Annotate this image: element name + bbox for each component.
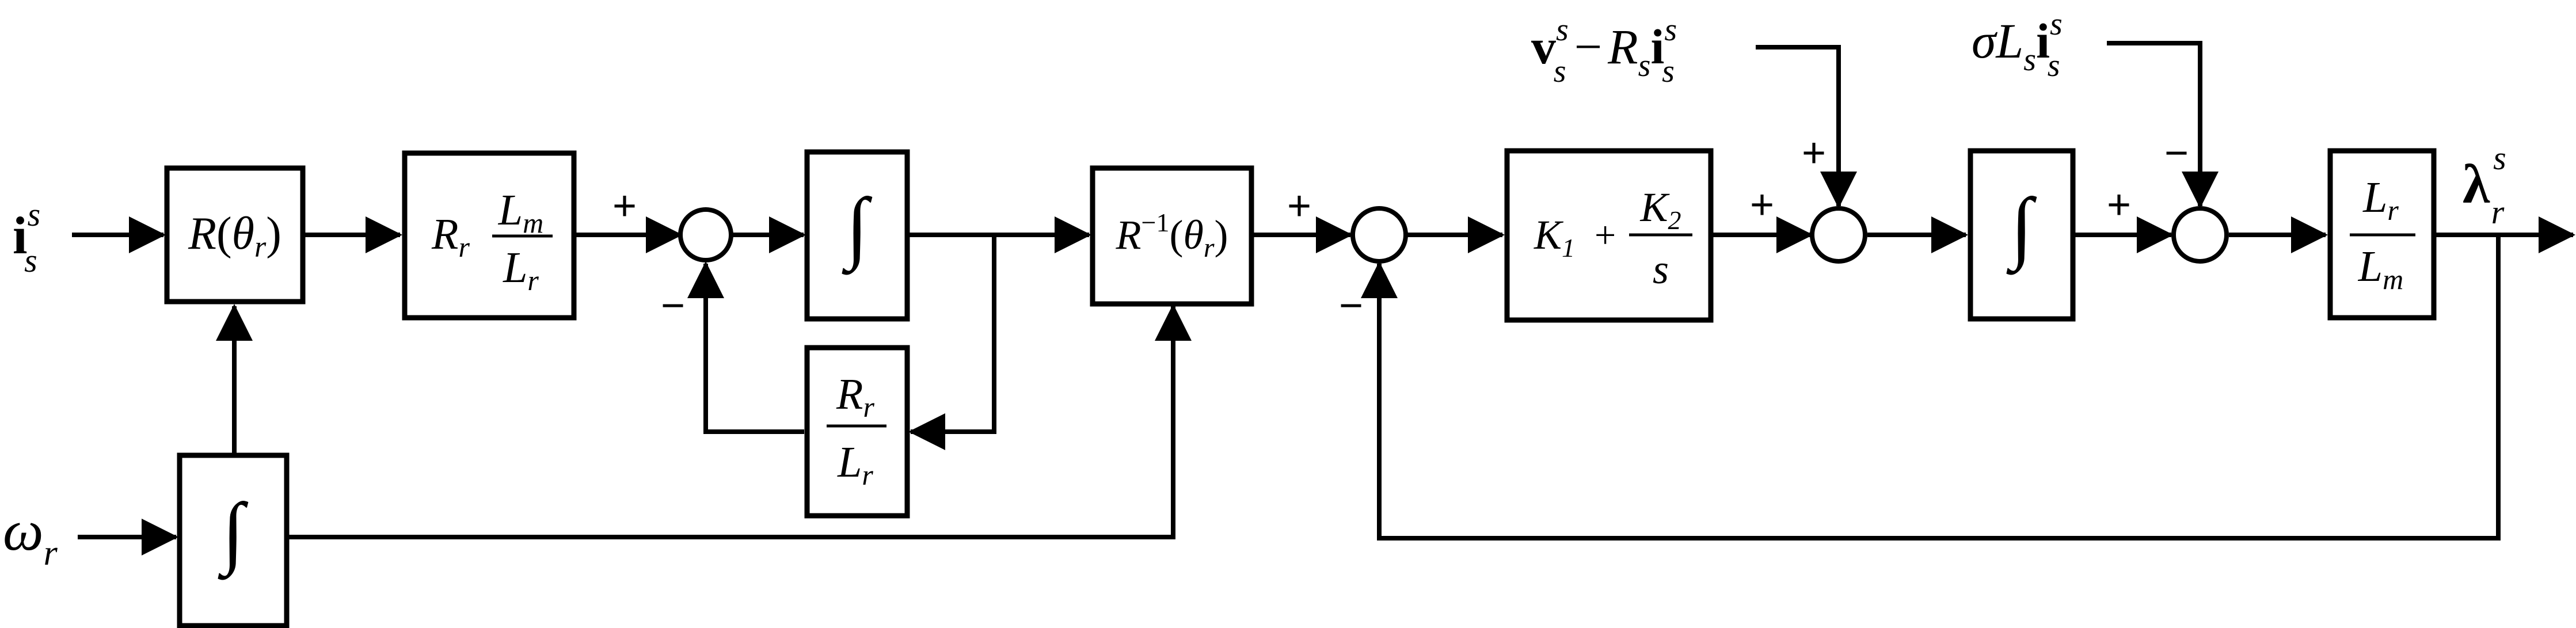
inverse-rotation-label: R−1(θr)	[1116, 208, 1228, 263]
sum-junction-2	[1350, 206, 1408, 264]
feedback-gain-block	[804, 345, 910, 519]
sign-sum2-input: +	[1287, 183, 1311, 229]
feedback-numerator: Rr	[836, 370, 874, 423]
wire-voltage-to-sum3	[1756, 45, 1857, 208]
sum-junction-1	[678, 207, 733, 262]
integrator-block-2	[1968, 148, 2076, 322]
wire-leakage-to-sum4	[2107, 41, 2219, 208]
sign-sum2-feedback: −	[1339, 283, 1363, 329]
wire-output-feedback	[1361, 235, 2501, 541]
integrator-1-symbol: ∫	[842, 182, 873, 275]
pi-denominator: s	[1653, 246, 1669, 292]
sign-sum4-input: +	[2107, 182, 2131, 228]
pi-k1: K1	[1534, 212, 1575, 262]
integrator-block-1	[804, 149, 910, 322]
sum-junction-3	[1810, 206, 1867, 264]
integrator-block-speed	[177, 452, 290, 628]
gain-denominator: Lr	[503, 243, 539, 296]
sign-sum3-input: +	[1750, 182, 1774, 228]
sign-sum4-top: −	[2164, 130, 2189, 176]
gain-prefix: Rr	[431, 210, 470, 263]
sign-sum1-feedback: −	[661, 283, 685, 329]
sign-sum1-input: +	[612, 183, 637, 229]
output-gain-denominator: Lm	[2358, 242, 2403, 295]
pi-numerator: K2	[1639, 184, 1681, 235]
sum-junction-4	[2171, 206, 2229, 264]
integrator-speed-symbol: ∫	[218, 487, 249, 580]
rotation-block	[164, 165, 306, 305]
rotation-label: R(θr)	[188, 208, 281, 264]
output-gain-numerator: Lr	[2362, 173, 2399, 226]
signal-wires	[72, 41, 2575, 555]
pi-plus: +	[1595, 214, 1616, 256]
integrator-2-symbol: ∫	[2006, 182, 2037, 275]
wire-fbgain-to-sum1	[687, 261, 804, 434]
wire-int1-to-fbgain	[908, 235, 996, 450]
input-rotor-speed-label: ωr	[3, 498, 58, 573]
sign-sum3-top: +	[1802, 130, 1826, 176]
gain-numerator: Lm	[498, 186, 543, 239]
wire-int-to-invrot	[289, 304, 1192, 539]
inverse-rotation-block	[1090, 165, 1254, 307]
feedback-denominator: Lr	[837, 438, 873, 491]
